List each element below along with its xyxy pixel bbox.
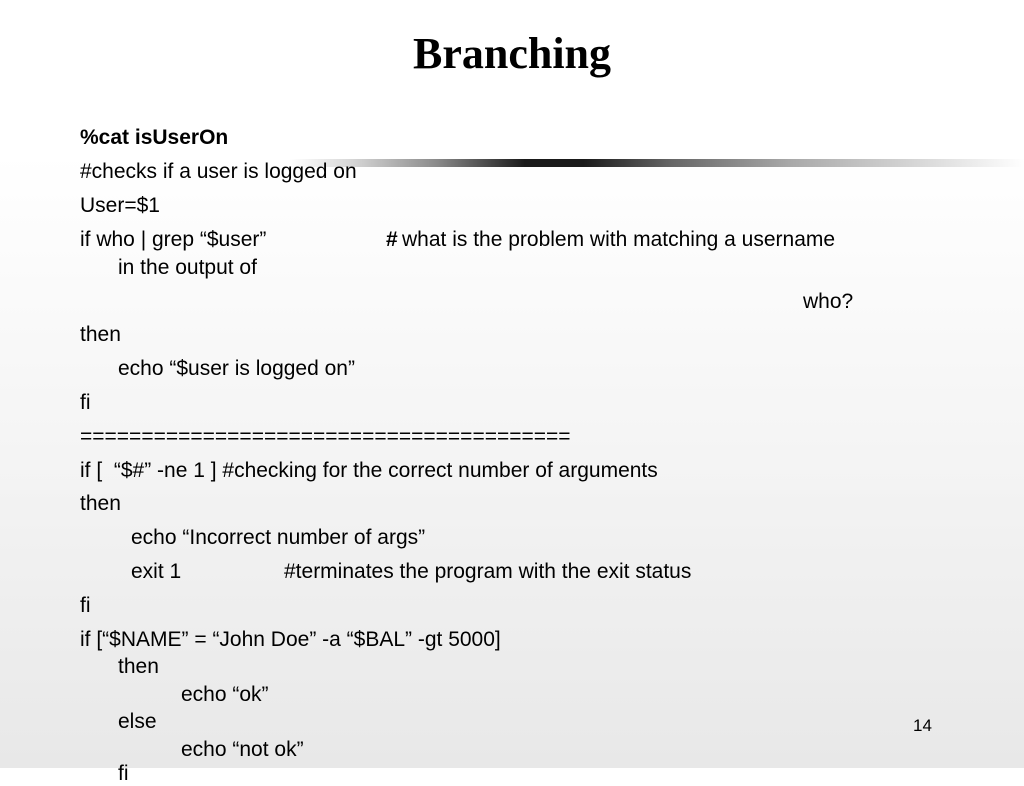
code-line: if who | grep “$user” [80,228,267,251]
code-line: then [80,323,121,346]
code-line: if [“$NAME” = “John Doe” -a “$BAL” -gt 5… [80,628,501,651]
code-line: fi [80,594,91,617]
code-line: if [ “$#” -ne 1 ] #checking for the corr… [80,459,658,482]
code-line: echo “$user is logged on” [118,357,355,380]
code-line: exit 1 [131,560,182,583]
code-line: fi [118,762,129,785]
code-line: #checks if a user is logged on [80,160,357,183]
code-line: then [80,492,121,515]
title-divider [290,159,1024,167]
code-line: echo “Incorrect number of args” [131,526,426,549]
code-line: echo “ok” [181,683,269,706]
code-line: fi [80,391,91,414]
slide-number: 14 [913,716,932,735]
code-comment: what is the problem with matching a user… [402,228,836,251]
code-comment: who? [803,290,854,313]
code-line: echo “not ok” [181,738,304,761]
code-line: User=$1 [80,194,160,217]
code-comment: in the output of [118,256,257,279]
slide-title: Branching [412,29,612,78]
comment-hash: # [386,228,398,251]
code-line: else [118,710,157,733]
code-comment: #terminates the program with the exit st… [284,560,692,583]
code-line: %cat isUserOn [80,126,229,149]
separator-line: ======================================== [80,425,571,448]
code-line: then [118,655,159,678]
